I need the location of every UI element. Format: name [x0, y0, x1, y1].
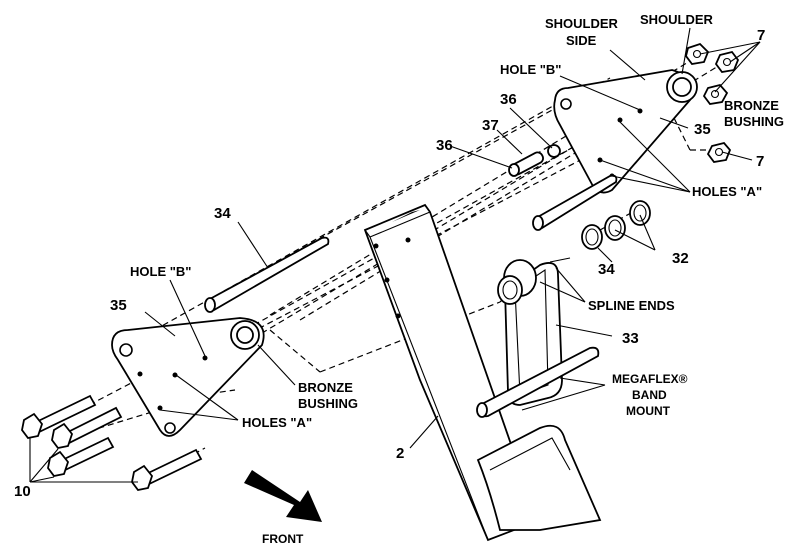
label-holes-a-left: HOLES "A": [242, 415, 312, 430]
label-bronze-bushing-right-2: BUSHING: [724, 114, 784, 129]
part-33: 33: [622, 330, 639, 347]
part-35-right: 35: [694, 121, 711, 138]
part-37: 37: [482, 117, 499, 134]
part-34-right: 34: [598, 261, 615, 278]
part-2: 2: [396, 445, 404, 462]
pins-36-37: [508, 144, 561, 177]
part-10: 10: [14, 483, 31, 500]
part-35-left: 35: [110, 297, 127, 314]
part-36-top: 36: [500, 91, 517, 108]
part-34-left: 34: [214, 205, 231, 222]
label-spline-ends: SPLINE ENDS: [588, 298, 675, 313]
label-megaflex-1: MEGAFLEX®: [612, 372, 688, 386]
shaft-34-left: [204, 236, 330, 313]
label-bronze-bushing-left-1: BRONZE: [298, 380, 353, 395]
band-mount-33: [476, 257, 600, 418]
front-arrow-icon: [244, 470, 322, 522]
label-hole-b-left: HOLE "B": [130, 264, 191, 279]
shaft-34-right: [532, 174, 618, 231]
label-megaflex-2: BAND: [632, 388, 667, 402]
label-front: FRONT: [262, 532, 304, 546]
labels: SHOULDER SIDE SHOULDER HOLE "B" BRONZE B…: [14, 12, 784, 546]
label-megaflex-3: MOUNT: [626, 404, 671, 418]
leader-lines: [29, 27, 761, 483]
label-holes-a-right: HOLES "A": [692, 184, 762, 199]
label-hole-b-top: HOLE "B": [500, 62, 561, 77]
label-bronze-bushing-left-2: BUSHING: [298, 396, 358, 411]
part-32: 32: [672, 250, 689, 267]
washers-32: [581, 200, 651, 250]
left-plate-35: [111, 317, 265, 437]
nut-7-group: [685, 42, 740, 163]
part-36-left: 36: [436, 137, 453, 154]
left-bronze-bushing: [230, 320, 260, 350]
right-bronze-bushing: [666, 71, 698, 103]
right-plate-35: [553, 69, 694, 194]
label-shoulder-side-1: SHOULDER: [545, 16, 619, 31]
label-shoulder-side-2: SIDE: [566, 33, 597, 48]
part-7-bottom: 7: [756, 153, 764, 170]
bar-foot: [476, 424, 602, 531]
part-7-top: 7: [757, 27, 765, 44]
bolts-10: [21, 394, 203, 491]
label-bronze-bushing-right-1: BRONZE: [724, 98, 779, 113]
label-shoulder: SHOULDER: [640, 12, 714, 27]
